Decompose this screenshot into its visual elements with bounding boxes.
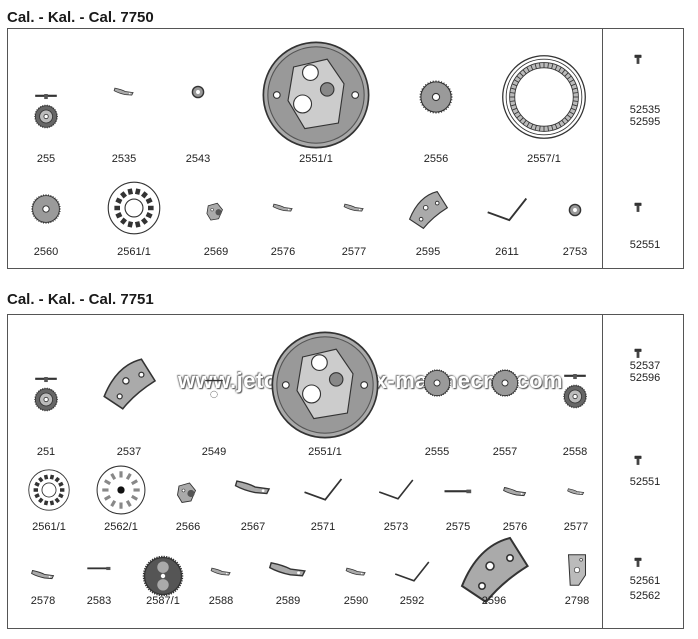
divider (602, 315, 603, 628)
part-number: 255 (36, 153, 56, 165)
movement-plate-icon (262, 41, 370, 149)
parts-panel-7751 (7, 314, 684, 629)
parts-panel-7750 (7, 28, 684, 269)
part-number: 2592 (399, 595, 425, 607)
small-ring-icon (568, 203, 582, 217)
lever-icon (268, 561, 306, 577)
part-number: 2576 (502, 521, 528, 533)
spring-icon (304, 478, 343, 501)
part-number: 2543 (185, 153, 211, 165)
part-number: 2557 (492, 446, 518, 458)
key-icon (87, 566, 111, 571)
crown-wheel-icon (563, 374, 587, 409)
part-number: 52535 (629, 104, 661, 116)
part-number: 2596 (481, 595, 507, 607)
key-icon (444, 489, 472, 494)
part-number: 2578 (30, 595, 56, 607)
part-number: 2583 (86, 595, 112, 607)
spring-icon (394, 561, 430, 582)
lever-icon (272, 203, 293, 212)
part-number: 52551 (629, 239, 661, 251)
spring-icon (378, 479, 414, 500)
part-number: 2577 (341, 246, 367, 258)
screw-icon (634, 54, 642, 64)
gear-icon (423, 369, 451, 397)
lever-icon (345, 567, 366, 576)
part-number: 2551/1 (308, 446, 342, 458)
lever-icon (343, 203, 364, 212)
bridge-icon (408, 190, 449, 230)
part-number: 2551/1 (299, 153, 333, 165)
part-number: 2569 (203, 246, 229, 258)
internal-gear-ring-icon (502, 55, 586, 139)
part-number: 2588 (208, 595, 234, 607)
part-number: 2557/1 (527, 153, 561, 165)
part-number: 2575 (445, 521, 471, 533)
lever-icon (234, 480, 271, 495)
lever-icon (113, 87, 134, 96)
day-disc-icon (28, 469, 70, 511)
part-number: 2537 (116, 446, 142, 458)
bridge-icon (103, 358, 157, 410)
part-number: 2535 (111, 153, 137, 165)
part-number: 2590 (343, 595, 369, 607)
lever-icon (210, 567, 231, 576)
part-number: 2549 (201, 446, 227, 458)
part-number: 2595 (415, 246, 441, 258)
part-number: 52562 (629, 590, 661, 602)
part-number: 2562/1 (104, 521, 138, 533)
section-title-7750: Cal. - Kal. - Cal. 7750 (7, 9, 154, 26)
small-ring-icon (191, 85, 205, 99)
part-number: 52595 (629, 116, 661, 128)
part-number: 2555 (424, 446, 450, 458)
gear-icon (419, 80, 453, 114)
part-number: 251 (36, 446, 56, 458)
part-number: 2561/1 (117, 246, 151, 258)
part-number: 2587/1 (146, 595, 180, 607)
plate-icon (567, 554, 587, 586)
crown-wheel-icon (34, 377, 58, 412)
part-number: 2573 (383, 521, 409, 533)
moon-disc-icon (142, 555, 184, 597)
part-number: 2561/1 (32, 521, 66, 533)
lever-icon (567, 488, 585, 495)
gear-icon (491, 369, 519, 397)
lever-icon (503, 486, 527, 497)
part-number: 2576 (270, 246, 296, 258)
movement-plate-icon (271, 331, 379, 439)
lever-icon (31, 569, 55, 580)
part-number: 2567 (240, 521, 266, 533)
cam-icon (206, 202, 223, 221)
part-number: 2571 (310, 521, 336, 533)
crown-wheel-icon (34, 94, 58, 129)
part-number: 2566 (175, 521, 201, 533)
part-number: 2556 (423, 153, 449, 165)
part-number: 2577 (563, 521, 589, 533)
screw-icon (634, 202, 642, 212)
bridge-icon (460, 536, 529, 604)
cam-icon (177, 482, 197, 503)
month-disc-icon (96, 465, 146, 515)
spring-icon (487, 197, 528, 222)
divider (602, 29, 603, 268)
screw-icon (634, 455, 642, 465)
pinion-icon (205, 379, 223, 399)
part-number: 2753 (562, 246, 588, 258)
section-title-7751: Cal. - Kal. - Cal. 7751 (7, 291, 154, 308)
part-number: 2611 (495, 246, 519, 258)
part-number: 2560 (33, 246, 59, 258)
part-number: 52596 (629, 372, 661, 384)
screw-icon (634, 348, 642, 358)
gear-icon (31, 194, 61, 224)
part-number: 52551 (629, 476, 661, 488)
part-number: 2798 (564, 595, 590, 607)
screw-icon (634, 557, 642, 567)
part-number: 52561 (629, 575, 661, 587)
part-number: 2558 (562, 446, 588, 458)
part-number: 52537 (629, 360, 661, 372)
day-disc-icon (107, 181, 161, 235)
part-number: 2589 (275, 595, 301, 607)
